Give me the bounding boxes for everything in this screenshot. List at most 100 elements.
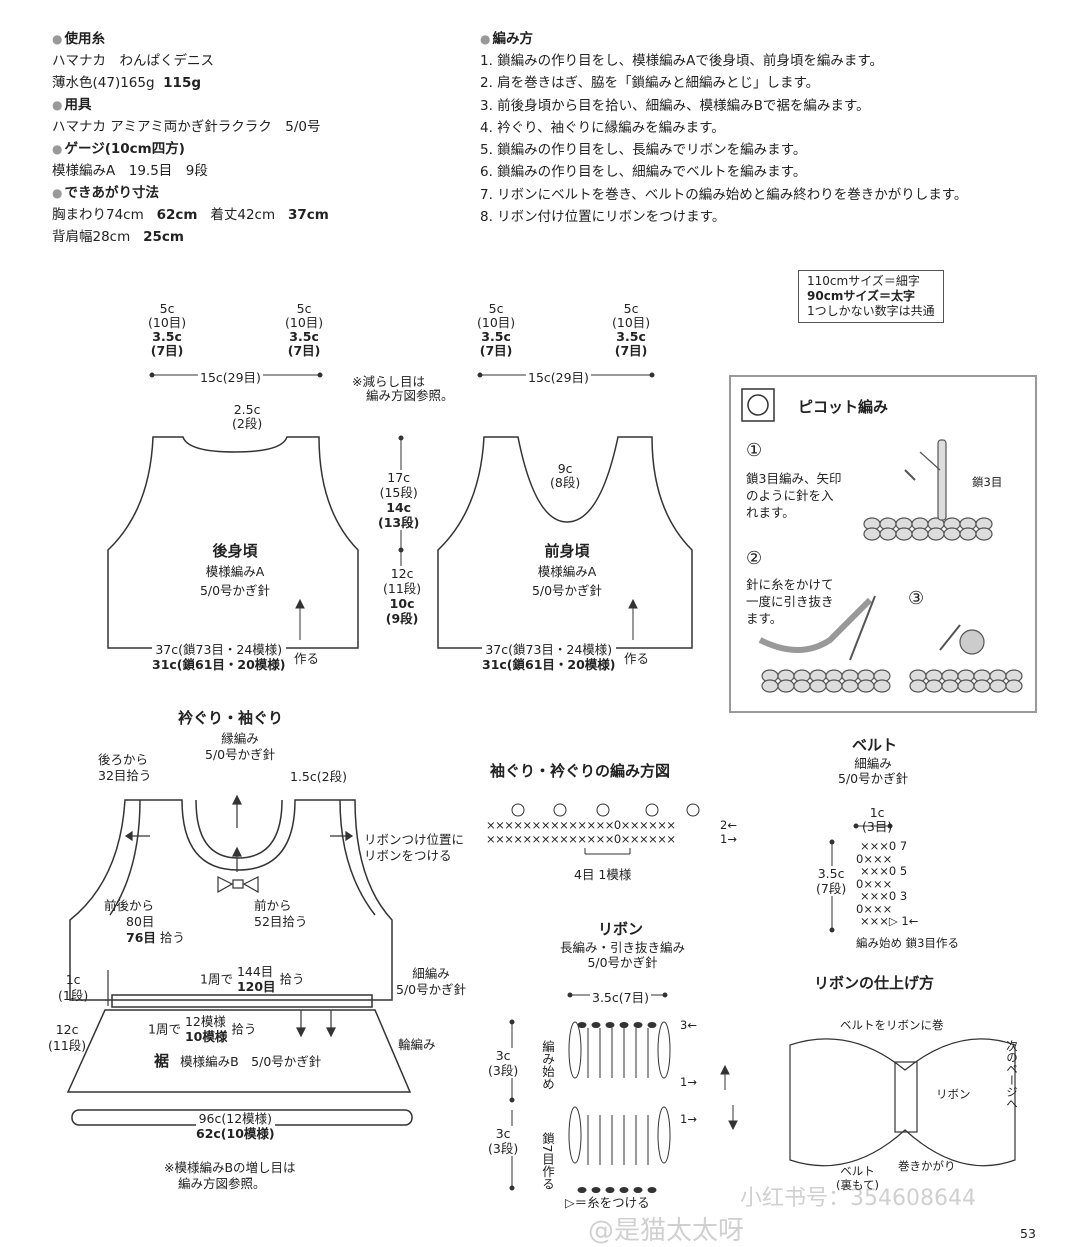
dim: 31c(鎖61目・20模様) <box>152 657 286 672</box>
front-neck-depth: 9c (8段) <box>550 462 580 490</box>
band-dim: 1c (1段) <box>58 972 88 1004</box>
back-note: ※減らし目は 編み方図参照。 <box>352 375 454 403</box>
back-title: 後身頃 <box>212 542 258 560</box>
step-line: 鎖3目編み、矢印 <box>746 471 842 486</box>
dim: (7目) <box>150 343 184 358</box>
dim: (10目) <box>477 315 516 330</box>
picot-chain-tag: 鎖3目 <box>972 475 1003 489</box>
front-pick: 前後から 80目 76目 拾う <box>104 898 185 946</box>
round-label: 1周で <box>200 971 233 987</box>
ribbon-h1: 3c (3段) <box>488 1048 519 1078</box>
method-step: 4. 衿ぐり、袖ぐりに縁編みを編みます。 <box>480 119 725 136</box>
pick-verb: 拾う <box>159 930 185 945</box>
picot-illustrations <box>758 439 1023 693</box>
step-line: れます。 <box>746 505 795 520</box>
legend-line-3: 1つしかない数字は共通 <box>807 304 935 318</box>
back-left-shoulder: 5c (10目) 3.5c (7目) <box>148 302 186 358</box>
size-heading: できあがり寸法 <box>52 182 329 204</box>
dim: (13段) <box>378 515 420 530</box>
round-verb: 拾う <box>279 971 305 987</box>
front-neck-width: 15c(29目) <box>526 367 591 386</box>
finish-title: リボンの仕上げ方 <box>814 974 935 992</box>
finish-note: ベルトをリボンに巻 <box>840 1018 944 1032</box>
belt-row: ×××0 7 <box>860 839 908 853</box>
hem-dim: 12c (11段) <box>48 1022 86 1054</box>
round-count-110: 144目 <box>236 964 274 979</box>
dim: (7段) <box>816 881 847 896</box>
front-bottom-dim: 37c(鎖73目・24模様) 31c(鎖61目・20模様) <box>482 642 616 672</box>
yarn-heading: 使用糸 <box>52 28 329 50</box>
dim: 3.5c <box>289 329 319 344</box>
back-make: 作る <box>294 651 320 666</box>
method-step: 3. 前後身頃から目を拾い、細編み、模様編みBで裾を編みます。 <box>480 97 870 114</box>
dim: (3段) <box>488 1063 519 1078</box>
sc-line: 細編み <box>412 966 450 981</box>
round2-count-90: 10模様 <box>184 1029 228 1044</box>
dim: (3目) <box>862 819 893 834</box>
belt-row: 0××× <box>856 876 893 891</box>
back-neck-depth: 2.5c (2段) <box>232 403 262 431</box>
note-line: ※減らし目は <box>352 374 425 389</box>
pick-line: 32目拾う <box>98 768 152 783</box>
belt-row: ×××0 5 <box>860 864 908 878</box>
shoulder-90: 25cm <box>143 229 184 245</box>
ribbon-row1a: 1→ <box>680 1075 697 1089</box>
watermark-id: 小红书号：354608644 <box>740 1186 976 1211</box>
page-number: 53 <box>1020 1226 1036 1241</box>
ribbon-pos-line: リボンをつける <box>364 848 452 863</box>
dim: 1c <box>65 972 81 987</box>
ribbon-chart <box>509 992 738 1193</box>
length-110: 着丈42cm <box>210 207 276 223</box>
gauge-line: 模様編みA 19.5目 9段 <box>52 163 208 179</box>
tools-heading: 用具 <box>52 94 329 116</box>
dim: 31c(鎖61目・20模様) <box>482 657 616 672</box>
dim: 9c <box>557 461 573 476</box>
dim: 3c <box>495 1048 511 1063</box>
shoulder-110: 背肩幅28cm <box>52 229 131 245</box>
dim: 5c <box>488 301 504 316</box>
size-legend: 110cmサイズ＝細字 90cmサイズ＝太字 1つしかない数字は共通 <box>798 270 944 323</box>
belt-start: 編み始め 鎖3目作る <box>856 936 959 950</box>
ribbon-chain: 鎖7目作る <box>540 1132 555 1190</box>
method-heading: 編み方 <box>480 28 967 50</box>
bow-icon <box>217 876 259 894</box>
chart-repeat: 4目 1模様 <box>574 867 632 882</box>
chart-row-1: ××××××××××××××0×××××× <box>486 832 676 846</box>
method-step: 1. 鎖編みの作り目をし、模様編みAで後身頃、前身頃を編みます。 <box>480 53 884 69</box>
dim: 37c(鎖73目・24模様) <box>485 642 613 657</box>
length-90: 37cm <box>288 207 329 223</box>
dim: 2.5c <box>233 402 261 417</box>
dim: 17c <box>387 470 411 485</box>
back-label: 後身頃 模様編みA 5/0号かぎ針 <box>180 540 290 599</box>
method-step: 5. 鎖編みの作り目をし、長編みでリボンを編みます。 <box>480 142 807 159</box>
picot-symbols <box>511 803 700 855</box>
belt-label-line: ベルト <box>840 1164 875 1178</box>
note-line: 編み方図参照。 <box>366 388 454 403</box>
front-make: 作る <box>624 651 650 666</box>
front-title: 前身頃 <box>544 542 590 560</box>
tools-line: ハマナカ アミアミ両かぎ針ラクラク 5/0号 <box>52 119 321 135</box>
gauge-heading: ゲージ(10cm四方) <box>52 138 329 160</box>
round-pick: 1周で 144目 120目 拾う <box>200 964 305 994</box>
dim: 5c <box>623 301 639 316</box>
dim: (7目) <box>614 343 648 358</box>
picot-step2-text: 針に糸をかけて 一度に引き抜き ます。 <box>746 576 834 627</box>
front-body-outline <box>437 436 693 649</box>
dim: 3.5c <box>817 866 845 881</box>
belt-label-line: (裏もて) <box>836 1178 880 1192</box>
step-line: ます。 <box>746 611 783 626</box>
front-pattern: 模様編みA <box>537 564 597 579</box>
sc-line: 5/0号かぎ針 <box>396 982 467 997</box>
chart-row-2: ××××××××××××××0×××××× <box>486 818 676 832</box>
ribbon-sub-line: 長編み・引き抜き編み <box>560 940 686 955</box>
dim: 3.5c <box>481 329 511 344</box>
edge-line: 縁編み <box>221 731 259 746</box>
dim: (10目) <box>285 315 324 330</box>
dim: (7目) <box>479 343 513 358</box>
step-line: のように針を入 <box>746 488 834 503</box>
dim: 62c(10模様) <box>196 1126 275 1141</box>
chart-row-2-mark: 2← <box>720 818 737 832</box>
chart-row-1-mark: 1→ <box>720 832 737 846</box>
dim: 5c <box>296 301 312 316</box>
